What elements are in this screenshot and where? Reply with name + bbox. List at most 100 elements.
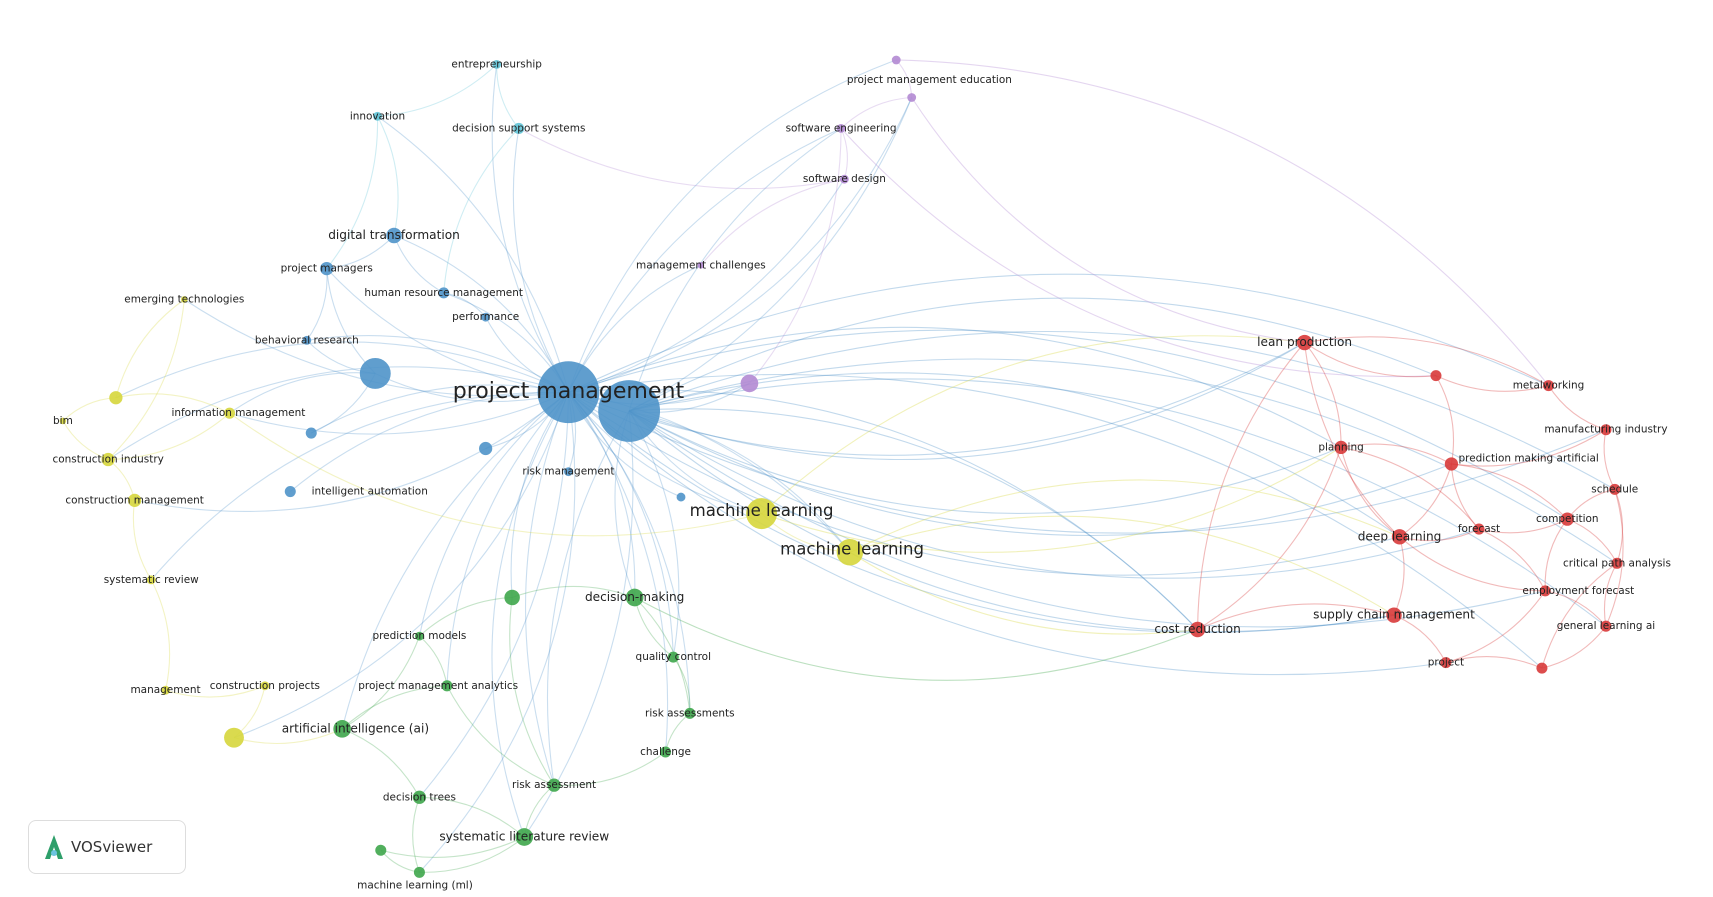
- node-label[interactable]: metalworking: [1513, 380, 1585, 392]
- node-r3[interactable]: [1543, 380, 1555, 392]
- node-b6[interactable]: [438, 287, 450, 299]
- node-p1[interactable]: [891, 55, 901, 65]
- node-label[interactable]: decision trees: [383, 791, 456, 803]
- node-r13[interactable]: [1386, 607, 1402, 623]
- node-b1[interactable]: [492, 59, 502, 69]
- node-r15[interactable]: [1600, 620, 1612, 632]
- node-label[interactable]: risk assessment: [512, 779, 596, 791]
- node-r14[interactable]: [1189, 621, 1206, 638]
- node-y11[interactable]: [746, 498, 778, 530]
- node-label[interactable]: human resource management: [364, 287, 523, 299]
- node-label[interactable]: project: [1428, 657, 1464, 669]
- node-b16[interactable]: [676, 492, 686, 502]
- node-b10[interactable]: [537, 361, 600, 424]
- node-label[interactable]: bim: [53, 415, 73, 427]
- node-y5[interactable]: [101, 452, 115, 467]
- node-b5[interactable]: [320, 261, 334, 276]
- node-y9[interactable]: [260, 681, 270, 691]
- node-label[interactable]: decision support systems: [452, 122, 585, 134]
- node-y6[interactable]: [128, 493, 142, 507]
- node-label[interactable]: supply chain management: [1313, 608, 1475, 622]
- node-r11[interactable]: [1611, 557, 1623, 569]
- node-label[interactable]: risk management: [522, 466, 614, 478]
- node-p4[interactable]: [839, 174, 849, 184]
- node-g1[interactable]: [504, 589, 520, 606]
- node-b13[interactable]: [479, 441, 493, 456]
- node-label[interactable]: challenge: [640, 746, 691, 758]
- node-label[interactable]: information management: [171, 407, 305, 419]
- node-label[interactable]: employment forecast: [1522, 585, 1634, 597]
- node-g13[interactable]: [413, 866, 425, 878]
- node-r4[interactable]: [1600, 424, 1612, 436]
- node-label[interactable]: software engineering: [786, 122, 897, 134]
- node-label[interactable]: critical path analysis: [1563, 557, 1671, 569]
- node-r6[interactable]: [1444, 457, 1459, 471]
- node-label[interactable]: construction industry: [53, 454, 164, 466]
- node-label[interactable]: construction management: [65, 494, 204, 506]
- node-label[interactable]: machine learning: [780, 540, 924, 559]
- node-label[interactable]: construction projects: [210, 680, 320, 692]
- node-label[interactable]: management challenges: [636, 259, 766, 271]
- node-label[interactable]: lean production: [1257, 335, 1352, 349]
- node-g7[interactable]: [333, 720, 351, 738]
- node-label[interactable]: prediction making artificial: [1458, 452, 1598, 464]
- node-p2[interactable]: [907, 93, 917, 102]
- node-y4[interactable]: [59, 417, 67, 425]
- node-y7[interactable]: [146, 575, 156, 585]
- node-r2[interactable]: [1430, 370, 1442, 382]
- node-b7[interactable]: [481, 312, 491, 322]
- node-g4[interactable]: [667, 651, 679, 663]
- node-y3[interactable]: [224, 407, 236, 419]
- node-g2[interactable]: [625, 588, 644, 607]
- node-b8[interactable]: [302, 335, 312, 345]
- node-label[interactable]: innovation: [350, 110, 405, 122]
- node-r9[interactable]: [1473, 523, 1485, 535]
- node-label[interactable]: machine learning (ml): [357, 880, 473, 892]
- node-y12[interactable]: [836, 539, 864, 566]
- node-label[interactable]: schedule: [1591, 483, 1638, 495]
- node-label[interactable]: deep learning: [1358, 529, 1442, 543]
- node-label[interactable]: systematic literature review: [439, 830, 609, 844]
- node-b3[interactable]: [513, 122, 525, 134]
- node-r17[interactable]: [1536, 662, 1548, 674]
- node-r8[interactable]: [1391, 529, 1408, 545]
- node-b12[interactable]: [305, 427, 317, 439]
- node-label[interactable]: prediction models: [372, 630, 466, 642]
- node-label[interactable]: planning: [1318, 441, 1363, 453]
- node-b14[interactable]: [284, 486, 296, 498]
- node-label[interactable]: emerging technologies: [124, 293, 244, 305]
- node-label[interactable]: risk assessments: [645, 707, 735, 719]
- node-label[interactable]: software design: [803, 173, 886, 185]
- node-y1[interactable]: [181, 296, 188, 303]
- node-label[interactable]: quality control: [636, 651, 711, 663]
- node-b9[interactable]: [359, 357, 391, 389]
- node-label[interactable]: performance: [452, 311, 519, 323]
- node-y2[interactable]: [109, 391, 123, 405]
- node-label[interactable]: project managers: [281, 263, 373, 275]
- node-r1[interactable]: [1296, 334, 1313, 351]
- node-b2[interactable]: [373, 111, 382, 121]
- node-p6[interactable]: [740, 374, 759, 393]
- node-p5[interactable]: [697, 261, 705, 269]
- node-g5[interactable]: [441, 680, 453, 692]
- node-g3[interactable]: [415, 631, 424, 641]
- node-r7[interactable]: [1609, 483, 1621, 495]
- node-y10[interactable]: [224, 727, 244, 748]
- node-label[interactable]: management: [130, 684, 200, 696]
- node-label[interactable]: artificial intelligence (ai): [282, 721, 429, 735]
- node-g9[interactable]: [547, 778, 561, 792]
- node-g6[interactable]: [684, 707, 696, 719]
- node-label[interactable]: behavioral research: [255, 334, 359, 346]
- node-label[interactable]: intelligent automation: [312, 486, 428, 498]
- node-label[interactable]: project management: [453, 379, 685, 404]
- node-r16[interactable]: [1440, 657, 1452, 669]
- node-b4[interactable]: [386, 227, 402, 244]
- node-p3[interactable]: [836, 124, 846, 133]
- node-g10[interactable]: [412, 790, 427, 804]
- node-r10[interactable]: [1560, 512, 1574, 526]
- node-r12[interactable]: [1539, 585, 1551, 597]
- node-label[interactable]: competition: [1536, 513, 1599, 525]
- node-g8[interactable]: [660, 746, 672, 758]
- node-label[interactable]: digital transformation: [328, 228, 460, 242]
- node-r5[interactable]: [1334, 440, 1348, 455]
